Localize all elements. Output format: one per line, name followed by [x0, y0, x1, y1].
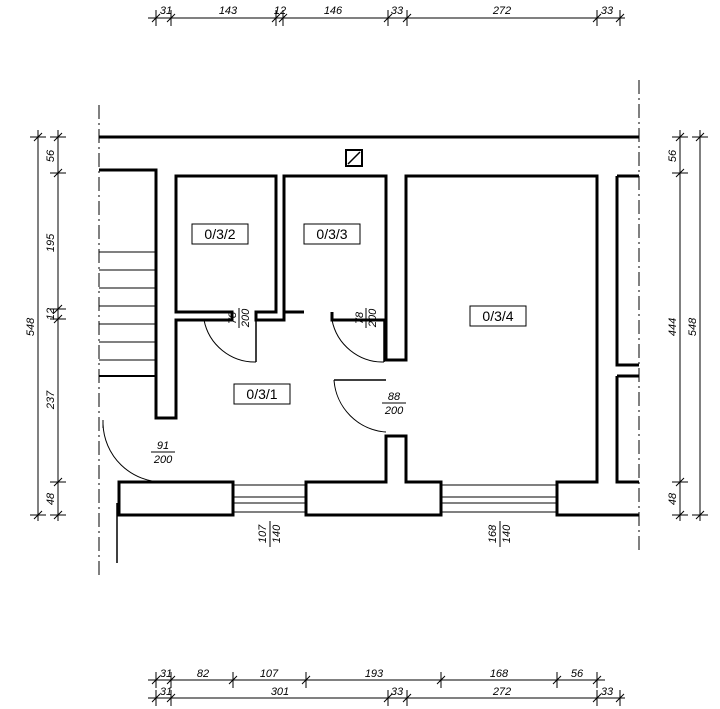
dim-bottom2-2: 301	[271, 686, 289, 698]
door-dim-3-top: 88	[388, 391, 401, 403]
dim-top-3: 12	[274, 5, 286, 17]
room-label-0-3-1: 0/3/1	[246, 386, 277, 402]
dim-left-4: 237	[45, 390, 57, 410]
dim-bottom2-4: 272	[492, 686, 511, 698]
window-dim-1-bottom: 140	[271, 524, 283, 543]
left-dimension-line: 548 56 195 12 237 48	[25, 130, 66, 521]
dim-bottom1-6: 56	[571, 668, 584, 680]
dim-right-2: 444	[667, 318, 679, 336]
dim-left-5: 48	[45, 492, 57, 505]
dim-right-3: 48	[667, 492, 679, 505]
door-dimensions: 78 200 78 200 88 200 91 200	[151, 308, 406, 466]
room-label-0-3-2: 0/3/2	[204, 226, 235, 242]
door-dim-2-top: 78	[354, 311, 366, 324]
dim-top-6: 272	[492, 5, 511, 17]
dim-left-3: 12	[45, 308, 57, 320]
door-dim-2-bottom: 200	[367, 308, 379, 328]
window-dim-1-top: 107	[257, 524, 269, 543]
dim-bottom1-4: 193	[365, 668, 384, 680]
room-labels: 0/3/1 0/3/2 0/3/3 0/3/4	[191, 223, 527, 405]
door-arc-0-3-2	[203, 319, 257, 363]
dim-left-1: 56	[45, 149, 57, 162]
top-dimension-line: 31 143 12 146 33 272 33	[148, 5, 625, 26]
window-dim-2-bottom: 140	[501, 524, 513, 543]
window-dim-2-top: 168	[487, 524, 499, 543]
dim-bottom2-5: 33	[601, 686, 614, 698]
door-swings	[102, 319, 387, 563]
staircase	[99, 251, 156, 377]
room-label-0-3-3: 0/3/3	[316, 226, 347, 242]
door-dim-4-bottom: 200	[153, 454, 173, 466]
door-dim-1-bottom: 200	[240, 308, 252, 328]
door-arc-0-3-3	[331, 319, 385, 363]
dim-top-5: 33	[391, 5, 404, 17]
dim-bottom1-3: 107	[260, 668, 279, 680]
dim-bottom2-3: 33	[391, 686, 404, 698]
door-dim-4-top: 91	[157, 440, 169, 452]
dim-right-1: 56	[667, 149, 679, 162]
room-label-0-3-4: 0/3/4	[482, 308, 513, 324]
dim-bottom1-2: 82	[197, 668, 209, 680]
right-dimension-line: 56 444 48 548	[667, 130, 708, 521]
dim-left-2: 195	[45, 233, 57, 252]
dim-left-total: 548	[25, 317, 37, 336]
dim-top-2: 143	[219, 5, 238, 17]
dim-top-7: 33	[601, 5, 614, 17]
door-arc-0-3-1	[102, 423, 164, 483]
door-dim-1-top: 78	[227, 311, 239, 324]
dim-top-1: 31	[160, 5, 172, 17]
vent-symbol	[345, 149, 363, 167]
door-arc-0-3-4	[333, 379, 387, 433]
dim-top-4: 146	[324, 5, 343, 17]
bottom-dimension-lines: 31 82 107 193 168 56 31 301 33 272 33	[148, 668, 625, 706]
dim-bottom1-5: 168	[490, 668, 509, 680]
dim-bottom2-1: 31	[160, 686, 172, 698]
door-dim-3-bottom: 200	[384, 405, 404, 417]
dim-right-total: 548	[687, 317, 699, 336]
window-dimensions: 107 140 168 140	[257, 521, 513, 547]
dim-bottom1-1: 31	[160, 668, 172, 680]
